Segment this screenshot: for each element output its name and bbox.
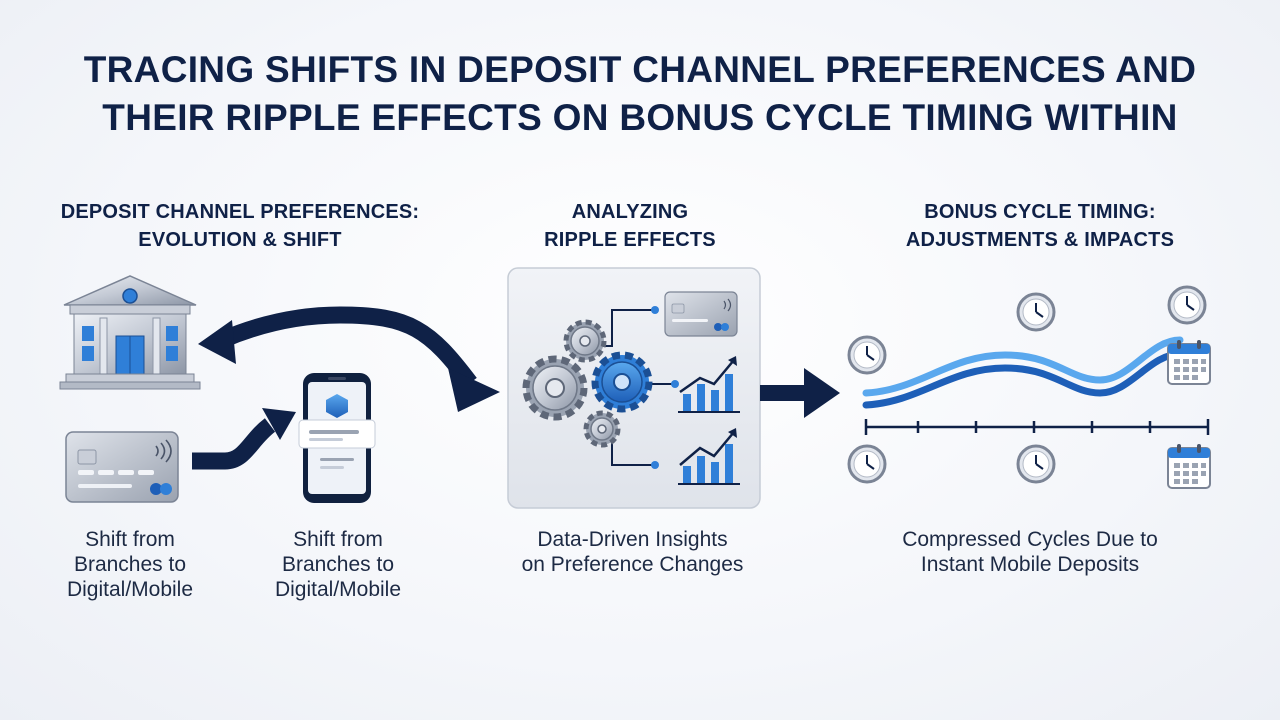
calendar-icon xyxy=(1167,444,1211,489)
channel-shift-arrows xyxy=(192,306,500,470)
deposit-caption-right: Shift from Branches to Digital/Mobile xyxy=(274,528,402,601)
gears-icon xyxy=(522,319,653,448)
smartphone-icon xyxy=(298,373,376,503)
arrow-to-analysis xyxy=(448,368,500,412)
bonus-heading: BONUS CYCLE TIMING: ADJUSTMENTS & IMPACT… xyxy=(905,201,1175,251)
clock-icon xyxy=(1016,444,1056,484)
ripple-heading: ANALYZING RIPPLE EFFECTS xyxy=(544,201,716,251)
deposit-caption-left: Shift from Branches to Digital/Mobile xyxy=(66,528,194,601)
bonus-cycle-waves xyxy=(862,336,1184,409)
clock-icon xyxy=(1167,285,1207,325)
clock-icon xyxy=(1016,292,1056,332)
arrow-to-phone xyxy=(262,408,296,440)
page-title: TRACING SHIFTS IN DEPOSIT CHANNEL PREFER… xyxy=(0,46,1280,142)
arrow-to-bonus xyxy=(760,368,840,418)
credit-card-icon xyxy=(65,431,179,503)
ripple-caption: Data-Driven Insights on Preference Chang… xyxy=(521,528,744,576)
title-line-2: THEIR RIPPLE EFFECTS ON BONUS CYCLE TIMI… xyxy=(102,97,1178,138)
timeline xyxy=(864,419,1210,435)
bar-chart-icon xyxy=(678,428,740,485)
deposit-heading: DEPOSIT CHANNEL PREFERENCES: EVOLUTION &… xyxy=(60,201,420,251)
clock-icon xyxy=(847,335,887,375)
analysis-panel xyxy=(507,267,761,509)
bonus-caption: Compressed Cycles Due to Instant Mobile … xyxy=(902,528,1158,576)
title-line-1: TRACING SHIFTS IN DEPOSIT CHANNEL PREFER… xyxy=(83,49,1197,90)
bank-icon xyxy=(59,275,201,390)
clock-icon xyxy=(847,444,887,484)
credit-card-icon xyxy=(664,291,738,337)
bar-chart-icon xyxy=(678,356,740,413)
arrow-to-bank xyxy=(198,320,236,364)
calendar-icon xyxy=(1167,340,1211,385)
